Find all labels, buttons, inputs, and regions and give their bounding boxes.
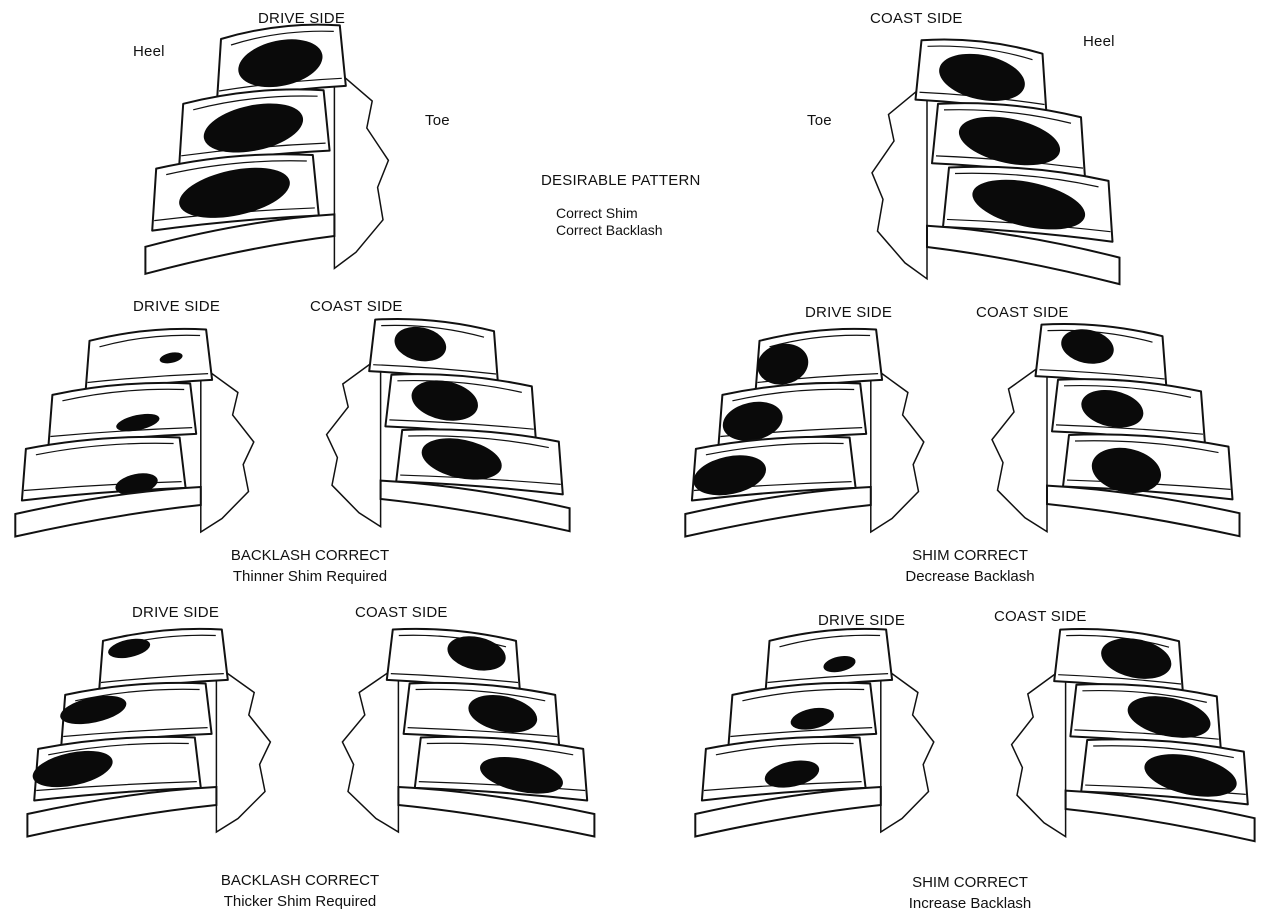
mid-left-caption-line2: Thinner Shim Required [160, 566, 460, 587]
bottom-left-caption: BACKLASH CORRECT Thicker Shim Required [150, 870, 450, 912]
gear-top-coast [850, 35, 1125, 300]
mid-right-caption-line2: Decrease Backlash [820, 566, 1120, 587]
gear-teeth-illustration [140, 20, 410, 290]
gear-teeth-illustration [320, 625, 600, 850]
gear-teeth-illustration [990, 625, 1260, 855]
bottom-left-drive-label: DRIVE SIDE [132, 604, 219, 622]
bottom-left-coast-label: COAST SIDE [355, 604, 448, 622]
mid-left-coast-label: COAST SIDE [310, 298, 403, 316]
mid-left-drive-label: DRIVE SIDE [133, 298, 220, 316]
bottom-right-caption-line2: Increase Backlash [820, 893, 1120, 914]
gear-teeth-illustration [10, 325, 275, 550]
mid-left-caption-line1: BACKLASH CORRECT [160, 545, 460, 566]
desirable-pattern-title: DESIRABLE PATTERN [541, 172, 701, 190]
gear-teeth-illustration [690, 625, 955, 850]
bottom-right-coast-label: COAST SIDE [994, 608, 1087, 626]
top-coast-side-label: COAST SIDE [870, 10, 963, 28]
gear-mid-left-drive [10, 325, 275, 550]
gear-teeth-illustration [22, 625, 292, 850]
gear-teeth-illustration [970, 320, 1245, 550]
gear-mid-right-coast [970, 320, 1245, 550]
desirable-pattern-shim: Correct Shim [556, 205, 638, 222]
bottom-left-caption-line1: BACKLASH CORRECT [150, 870, 450, 891]
mid-left-caption: BACKLASH CORRECT Thinner Shim Required [160, 545, 460, 587]
toe-label-left: Toe [425, 112, 450, 130]
gear-bottom-right-coast [990, 625, 1260, 855]
mid-right-drive-label: DRIVE SIDE [805, 304, 892, 322]
gear-teeth-illustration [305, 315, 575, 545]
gear-teeth-illustration [680, 325, 945, 550]
toe-label-right: Toe [807, 112, 832, 130]
gear-bottom-left-coast [320, 625, 600, 850]
bottom-left-caption-line2: Thicker Shim Required [150, 891, 450, 912]
gear-top-drive [140, 20, 410, 290]
bottom-right-caption: SHIM CORRECT Increase Backlash [820, 872, 1120, 914]
gear-bottom-left-drive [22, 625, 292, 850]
gear-bottom-right-drive [690, 625, 955, 850]
gear-mid-right-drive [680, 325, 945, 550]
gear-mid-left-coast [305, 315, 575, 545]
bottom-right-caption-line1: SHIM CORRECT [820, 872, 1120, 893]
mid-right-caption-line1: SHIM CORRECT [820, 545, 1120, 566]
desirable-pattern-backlash: Correct Backlash [556, 222, 663, 239]
mid-right-caption: SHIM CORRECT Decrease Backlash [820, 545, 1120, 587]
gear-teeth-illustration [850, 35, 1125, 300]
